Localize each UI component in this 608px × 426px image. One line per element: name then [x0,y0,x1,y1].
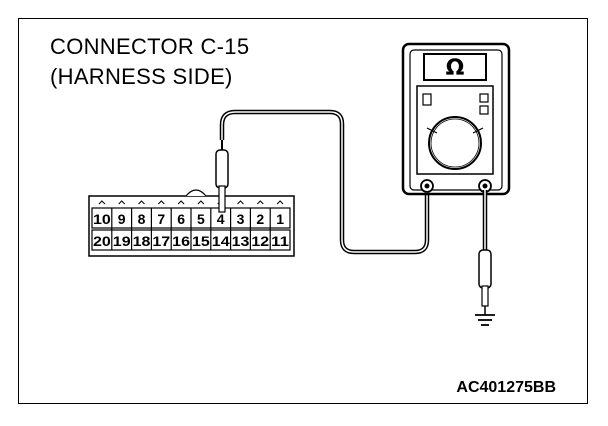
pin-label-bottom: 15 [192,233,210,249]
pin-label-top: 9 [118,211,126,227]
pin-label-bottom: 12 [251,233,269,249]
pin-label-top: 7 [157,211,165,227]
pin-marks [98,200,284,205]
pin-terminal-mark [118,200,126,205]
pin-terminal-mark [256,200,264,205]
ohmmeter-icon: Ω [401,42,511,196]
pin-label-top: 8 [138,211,146,227]
pin-label-top: 2 [256,211,264,227]
pin-terminal-mark [157,200,165,205]
test-probe-negative [478,249,492,307]
pin-label-bottom: 13 [232,233,250,249]
pin-label-top: 4 [217,211,225,227]
pin-terminal-mark [98,200,106,205]
pin-label-bottom: 16 [172,233,190,249]
pin-terminal-mark [138,200,145,205]
pin-label-bottom: 20 [93,233,111,249]
pin-label-top: 1 [276,211,284,227]
pin-label-bottom: 18 [133,233,151,249]
test-probe-positive [215,140,229,213]
pin-label-top: 10 [93,211,111,227]
pin-terminal-mark [197,200,205,205]
pin-label-top: 6 [177,211,185,227]
pin-label-bottom: 11 [271,233,289,249]
connector-title: CONNECTOR C-15 [50,34,250,59]
pin-label-top: 3 [237,211,245,227]
pin-terminal-mark [177,200,185,205]
ground-symbol-icon [475,306,495,326]
pin-label-bottom: 17 [152,233,170,249]
connector-latch [185,189,207,197]
pin-terminal-mark [276,200,284,205]
figure-code: AC401275BB [456,379,556,396]
meter-display-symbol: Ω [446,56,465,81]
connector-subtitle: (HARNESS SIDE) [50,64,233,89]
pin-terminal-mark [237,200,244,205]
pin-label-bottom: 19 [113,233,131,249]
pin-label-bottom: 14 [212,233,230,249]
pin-dividers [111,208,271,250]
pin-label-top: 5 [197,211,205,227]
